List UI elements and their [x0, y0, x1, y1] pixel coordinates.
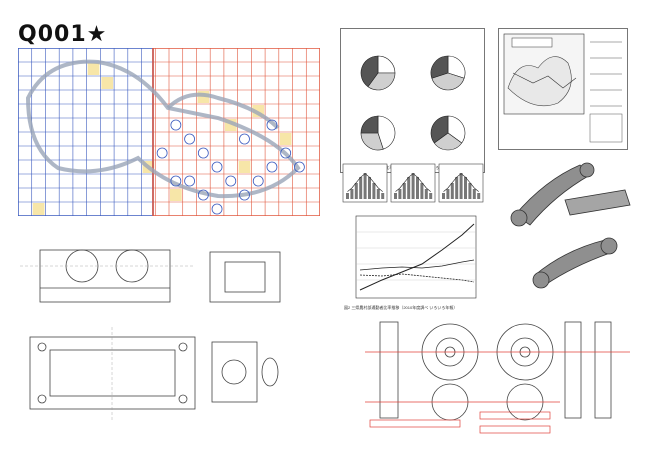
wheel-drawing	[365, 321, 630, 434]
grid-puzzle-figure	[18, 48, 320, 216]
3d-part-render	[510, 162, 631, 289]
line-chart-figure: 図2 三県農村部通勤者比率推移（2010年度調べ いろいろ年報）	[344, 215, 477, 310]
line-chart-caption: 図2 三県農村部通勤者比率推移（2010年度調べ いろいろ年報）	[344, 304, 457, 310]
small-bar-charts	[342, 163, 484, 203]
mechanical-drawing	[20, 249, 281, 422]
page-title: Q001★	[18, 22, 108, 47]
pie-chart-figure: 図2 三県農村部通勤者比率（2010年度調べ いろいろ年報）	[340, 28, 485, 173]
map-figure	[498, 28, 628, 150]
